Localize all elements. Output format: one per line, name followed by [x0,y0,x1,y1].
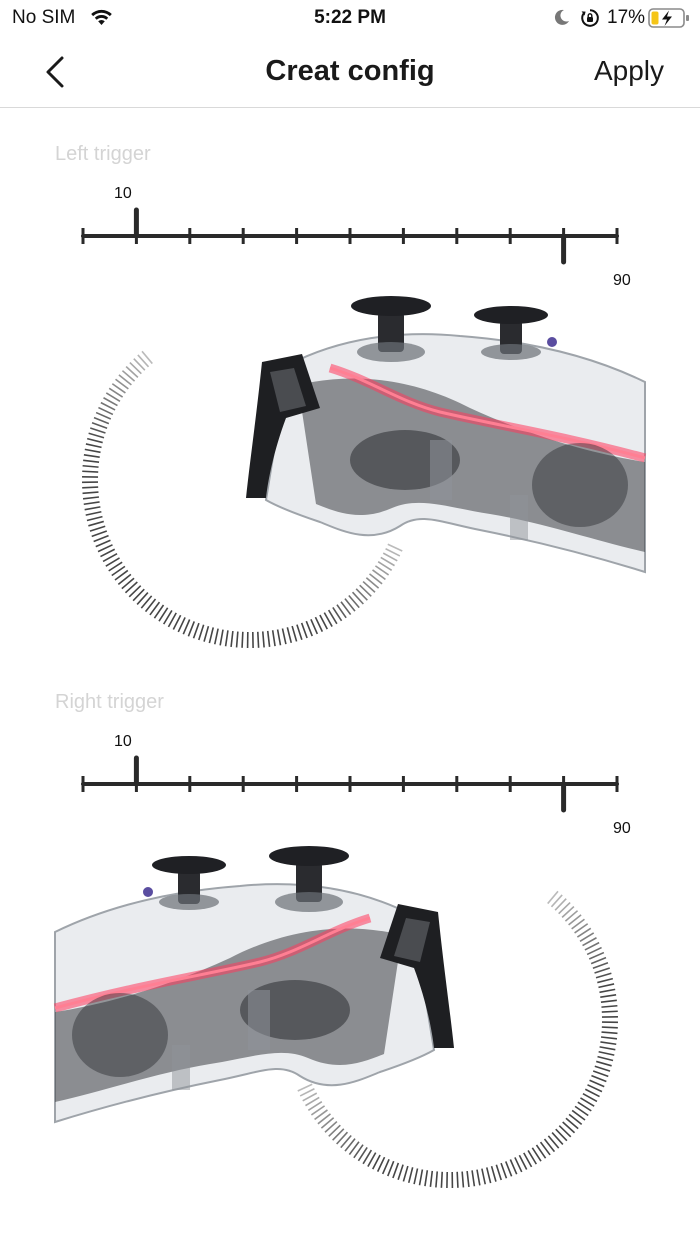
chevron-left-icon[interactable] [36,52,72,92]
apply-button[interactable]: Apply [593,55,664,86]
left-trigger-label: Left trigger [55,143,151,165]
right-trigger-max-value: 90 [613,820,631,837]
battery-charging-icon [648,8,689,28]
right-trigger-dial [297,890,618,1188]
left-trigger-max-value: 90 [613,272,631,289]
left-trigger-slider[interactable] [70,200,630,270]
controller-right-illustration [53,846,454,1124]
rotation-lock-icon [581,9,599,27]
navigation-bar: Creat config Apply [0,38,700,108]
battery-percentage: 17% [607,7,646,28]
left-controller-image [82,296,647,648]
carrier-label: No SIM [12,7,76,28]
controller-left-illustration [246,296,647,574]
right-trigger-label: Right trigger [55,691,164,713]
left-trigger-dial [82,350,403,648]
page-title: Creat config [265,55,435,87]
moon-icon [554,9,569,25]
right-controller-image [53,846,618,1188]
clock: 5:22 PM [314,7,386,28]
right-trigger-slider[interactable] [70,748,630,818]
wifi-icon [91,9,112,25]
status-bar: No SIM 5:22 PM 17% [0,0,700,36]
right-trigger-min-value: 10 [114,733,132,750]
left-trigger-min-value: 10 [114,185,132,202]
